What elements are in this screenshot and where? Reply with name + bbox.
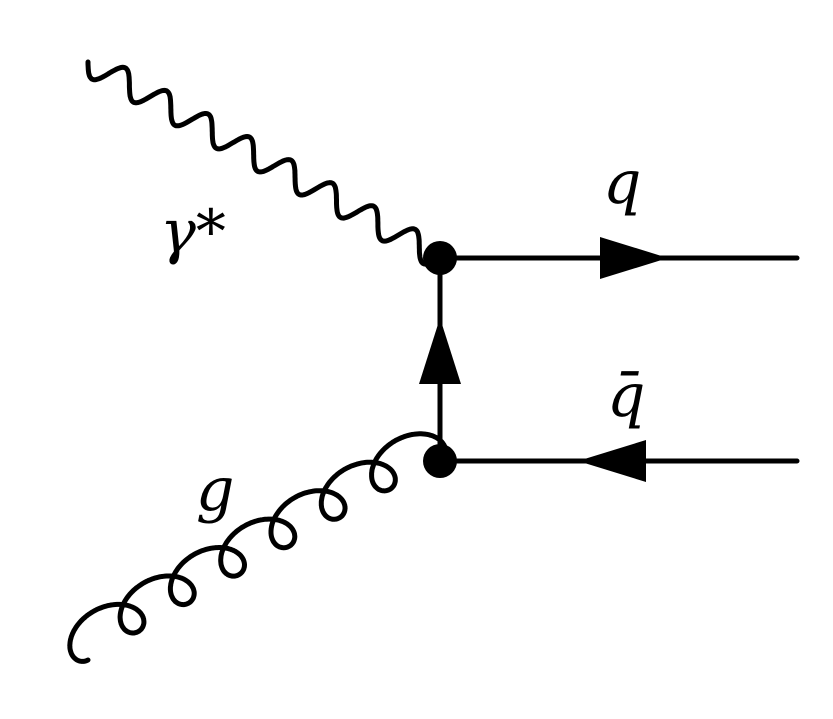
photon-label: γ* — [160, 197, 226, 267]
gluon-label: g — [196, 455, 234, 525]
gluon-propagator — [67, 431, 449, 664]
lower-vertex — [423, 444, 457, 478]
propagator-arrow — [419, 318, 461, 384]
antiquark-arrow — [578, 440, 646, 482]
antiquark-label: q̄ — [607, 361, 645, 431]
quark-arrow — [600, 237, 668, 279]
quark-label: q — [603, 148, 641, 218]
upper-vertex — [423, 241, 457, 275]
photon-wave-line — [85, 59, 443, 267]
